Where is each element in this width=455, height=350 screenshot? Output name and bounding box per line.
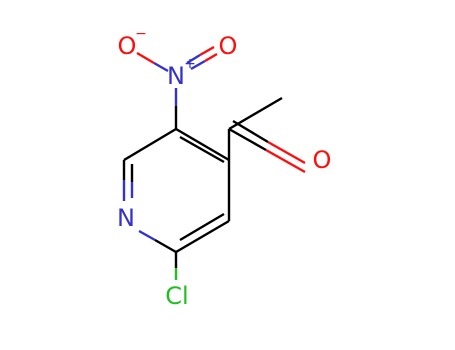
bond-nitro-n-o-right [186, 45, 218, 71]
bond-carbonyl-double [228, 119, 306, 174]
atom-nitro-oxygen-right: O [219, 32, 238, 60]
bond-ring-c3-c4 [175, 127, 230, 164]
bond-ring-c2-c3 [123, 127, 177, 162]
atom-chlorine: Cl [165, 282, 188, 310]
bond-nitro-o-left-n [136, 51, 169, 73]
charge-minus-label: − [135, 26, 147, 42]
charge-plus-label: + [184, 56, 196, 72]
bond-ring-c6-n1 [138, 229, 177, 254]
bond-ring-n1-c2 [122, 160, 134, 201]
atom-carbonyl-oxygen: O [313, 146, 332, 174]
atom-ring-nitrogen: N [117, 204, 135, 232]
atom-nitro-nitrogen: N [167, 62, 185, 90]
atom-nitro-oxygen-left: O [118, 32, 137, 60]
bond-ring-c5-c6 [175, 212, 230, 254]
